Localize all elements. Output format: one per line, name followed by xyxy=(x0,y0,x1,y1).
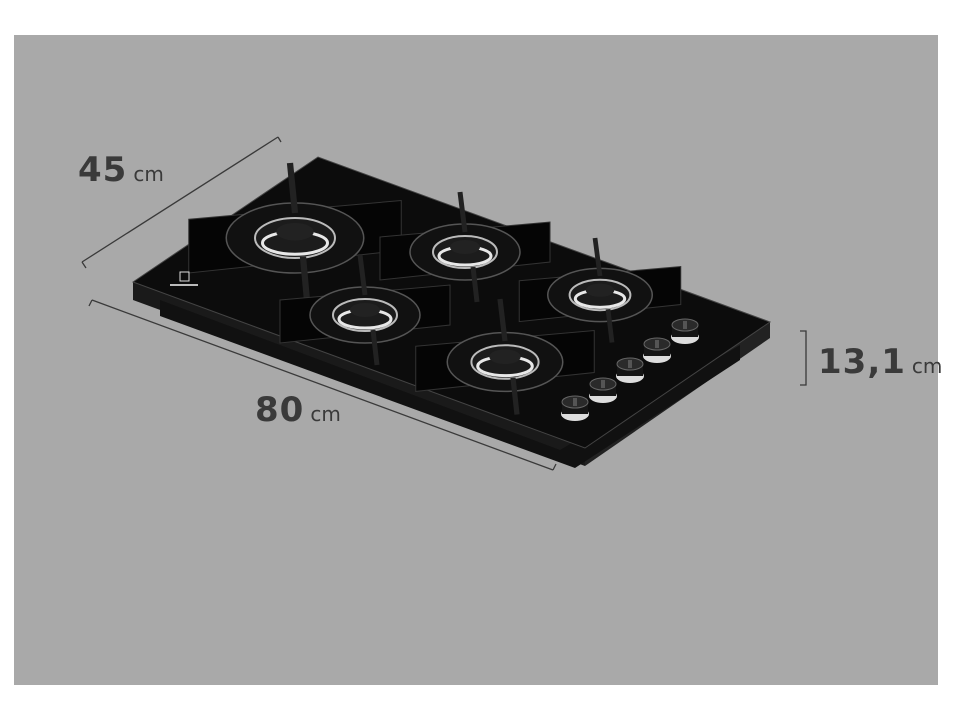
control-knob xyxy=(589,377,617,403)
burner xyxy=(379,191,551,303)
dimension-lines xyxy=(81,136,807,471)
width-dimension-line xyxy=(88,299,557,471)
burner xyxy=(518,237,682,343)
burner xyxy=(188,162,402,301)
depth-dimension-line xyxy=(81,136,282,269)
height-dimension-bracket xyxy=(800,330,807,386)
control-knob xyxy=(671,318,699,344)
burner xyxy=(415,298,595,415)
control-knob xyxy=(561,395,589,421)
control-knob xyxy=(616,357,644,383)
control-knob xyxy=(643,337,671,363)
electrolux-logo xyxy=(170,271,198,286)
burner xyxy=(279,254,451,366)
